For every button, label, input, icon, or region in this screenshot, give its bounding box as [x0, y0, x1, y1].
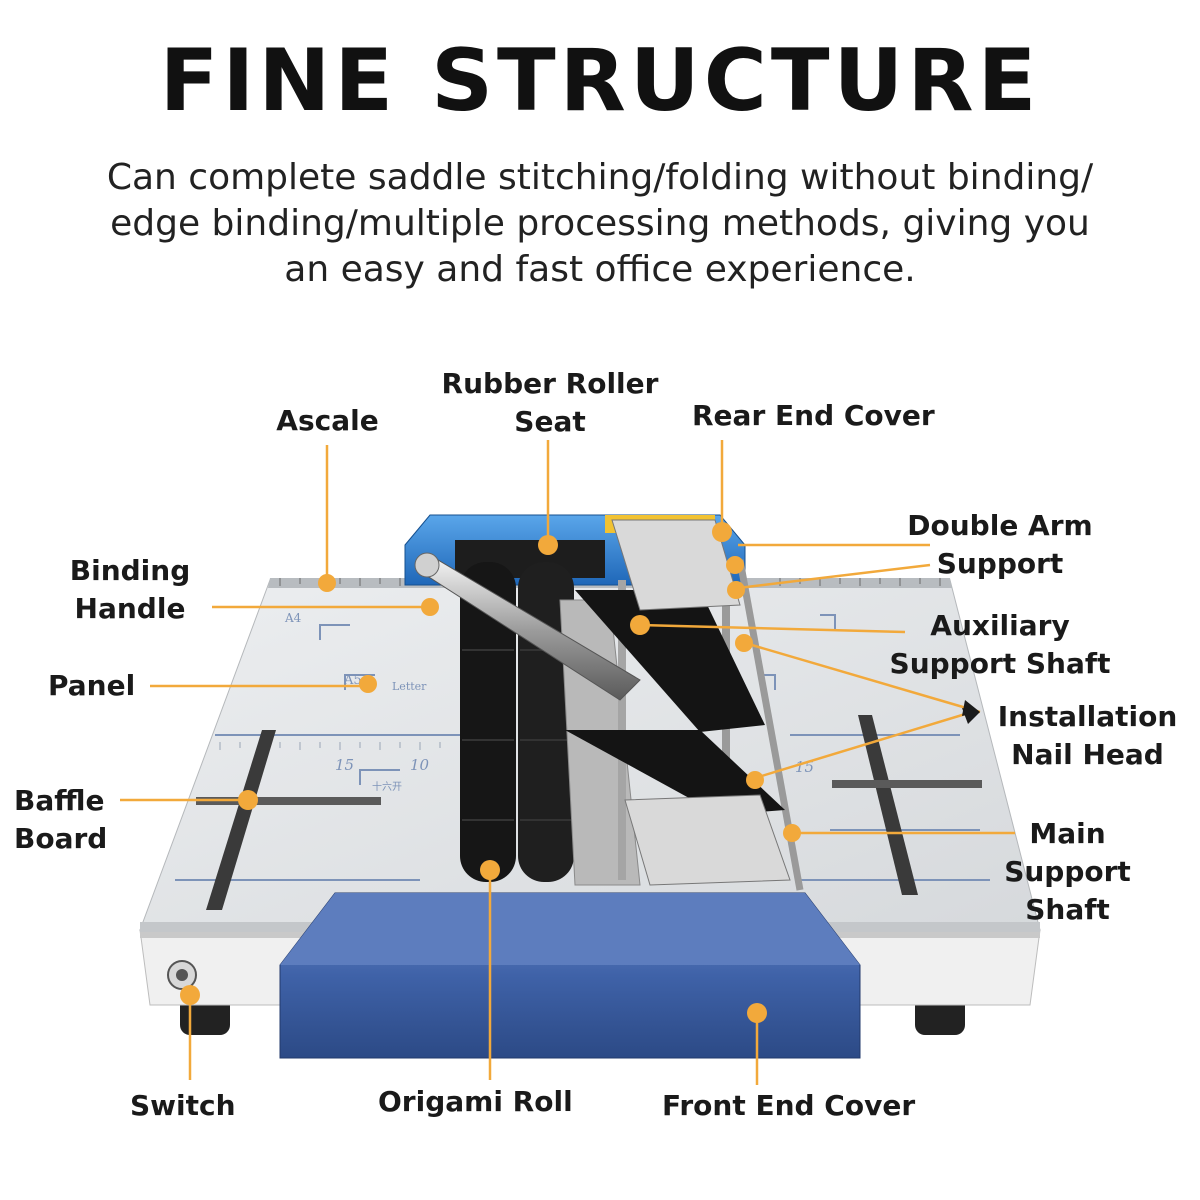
label-rear-end-cover: Rear End Cover [692, 397, 935, 435]
panel-mark-sixteen-kai: 十六开 [372, 780, 402, 793]
page-title: FINE STRUCTURE [159, 31, 1041, 131]
label-main-support-shaft: Main Support Shaft [995, 815, 1140, 929]
binding-arms [565, 519, 791, 886]
label-ascale-text: Ascale [276, 404, 379, 437]
label-origami-roll-text: Origami Roll [378, 1085, 573, 1118]
front-end-cover-shape [279, 892, 861, 1059]
label-binding-handle: Binding Handle [50, 552, 210, 628]
label-switch: Switch [130, 1087, 236, 1125]
binding-handle-shape [414, 552, 641, 701]
label-rubber-roller-seat-line-2: Seat [514, 405, 586, 438]
label-installation-nail-head-line-2: Nail Head [1011, 738, 1164, 771]
subtitle-line-3: an easy and fast office experience. [284, 249, 916, 290]
label-front-end-cover: Front End Cover [662, 1087, 915, 1125]
label-rubber-roller-seat: Rubber Roller Seat [420, 365, 680, 441]
label-panel: Panel [48, 667, 135, 705]
label-baffle-board-line-2: Board [14, 822, 108, 855]
label-binding-handle-line-1: Binding [69, 554, 191, 587]
label-main-support-shaft-line-1: Main [1029, 817, 1106, 850]
label-auxiliary-support-shaft: Auxiliary Support Shaft [875, 607, 1125, 683]
label-double-arm-support-line-1: Double Arm [907, 509, 1093, 542]
label-double-arm-support: Double Arm Support [890, 507, 1110, 583]
subtitle-line-1: Can complete saddle stitching/folding wi… [106, 157, 1094, 198]
label-installation-nail-head-line-1: Installation [997, 700, 1178, 733]
label-binding-handle-line-2: Handle [74, 592, 186, 625]
baffle-board-left [196, 730, 381, 910]
panel-mark-a4: A4 [284, 611, 302, 625]
panel-mark-15-left: 15 [335, 756, 354, 774]
label-auxiliary-support-shaft-line-2: Support Shaft [889, 647, 1111, 680]
subtitle-line-2: edge binding/multiple processing methods… [110, 203, 1090, 244]
label-panel-text: Panel [48, 669, 136, 702]
page-subtitle: Can complete saddle stitching/folding wi… [60, 155, 1140, 293]
label-double-arm-support-line-2: Support [936, 547, 1064, 580]
label-switch-text: Switch [130, 1089, 236, 1122]
label-installation-nail-head: Installation Nail Head [985, 698, 1190, 774]
panel-mark-letter: Letter [392, 680, 427, 693]
label-baffle-board: Baffle Board [14, 782, 107, 858]
label-baffle-board-line-1: Baffle [14, 784, 105, 817]
label-origami-roll: Origami Roll [378, 1083, 573, 1121]
label-auxiliary-support-shaft-line-1: Auxiliary [930, 609, 1070, 642]
label-ascale: Ascale [250, 402, 405, 440]
label-main-support-shaft-line-3: Shaft [1025, 893, 1110, 926]
label-front-end-cover-text: Front End Cover [662, 1089, 916, 1122]
label-rear-end-cover-text: Rear End Cover [692, 399, 935, 432]
panel-mark-a5: A5 [343, 673, 362, 688]
label-main-support-shaft-line-2: Support [1004, 855, 1131, 888]
label-rubber-roller-seat-line-1: Rubber Roller [441, 367, 659, 400]
switch-shape [167, 960, 197, 990]
panel-mark-15-right: 15 [795, 758, 814, 776]
panel-mark-10-left: 10 [410, 756, 430, 774]
